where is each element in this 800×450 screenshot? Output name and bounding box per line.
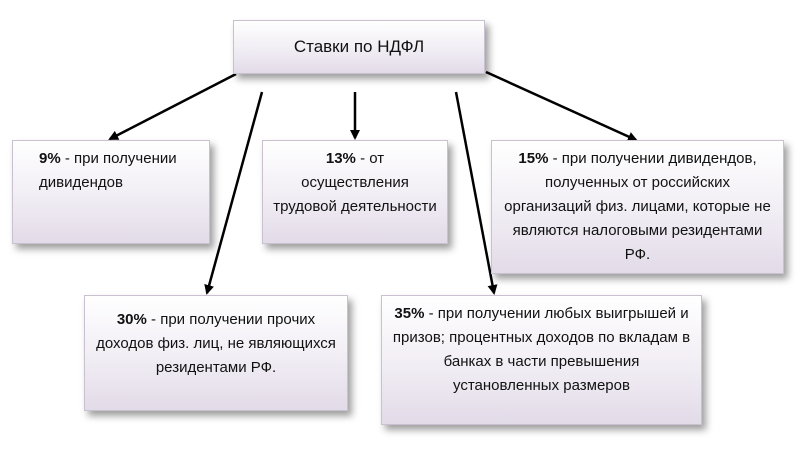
node-text: - от осуществления трудовой деятельности — [273, 150, 437, 215]
arrow-to-15 — [485, 70, 638, 142]
arrow-to-30 — [204, 91, 264, 295]
node-13-percent: 13% - от осуществления трудовой деятельн… — [262, 140, 448, 244]
node-rate: 35% — [394, 305, 425, 322]
node-text: - при получении дивидендов — [39, 150, 177, 191]
node-15-percent: 15% - при получении дивидендов, полученн… — [491, 140, 784, 274]
node-30-percent: 30% - при получении прочих доходов физ. … — [84, 295, 348, 411]
arrow-to-9 — [108, 72, 237, 141]
arrow-to-35 — [454, 91, 498, 295]
node-text: - при получении дивидендов, полученных о… — [504, 150, 771, 263]
node-35-percent: 35% - при получении любых выигрышей и пр… — [381, 295, 702, 425]
node-text: - при получении прочих доходов физ. лиц,… — [96, 311, 336, 376]
node-rate: 30% — [116, 311, 147, 328]
node-rate: 9% — [39, 150, 61, 167]
node-rate: 15% — [518, 150, 549, 167]
node-9-percent: 9% - при получении дивидендов — [12, 140, 210, 244]
diagram-title: Ставки по НДФЛ — [293, 37, 425, 56]
node-rate: 13% — [325, 150, 356, 167]
title-box: Ставки по НДФЛ — [233, 20, 485, 74]
node-text: - при получении любых выигрышей и призов… — [392, 305, 691, 394]
